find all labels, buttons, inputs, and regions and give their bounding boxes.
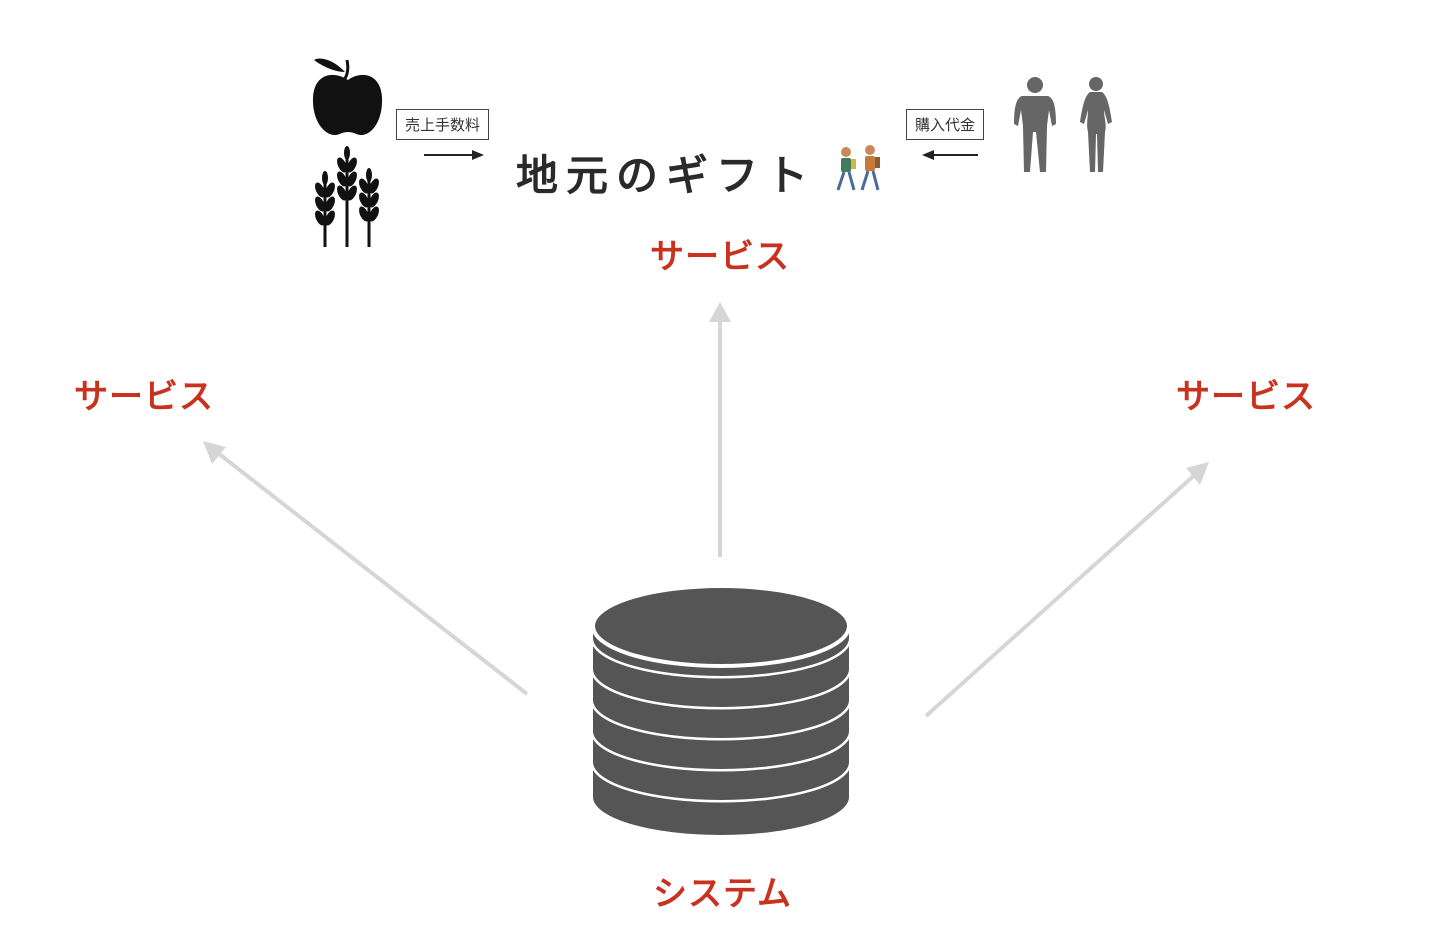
- wheat-icon: [315, 146, 379, 247]
- buyer-payment-tag: 購入代金: [906, 109, 985, 140]
- service-label-top: サービス: [650, 237, 790, 277]
- service-label-right: サービス: [1176, 377, 1316, 417]
- walking-people-icon: [836, 145, 880, 191]
- brand-logo-text: 地元のギフト: [516, 151, 817, 200]
- database-icon: [590, 584, 852, 835]
- system-label: システム: [653, 874, 792, 914]
- arrow-to-top-service: [709, 302, 731, 557]
- arrow-to-right-service: [924, 462, 1209, 718]
- service-label-left: サービス: [74, 377, 214, 417]
- arrow-to-left-service: [203, 441, 529, 696]
- man-silhouette-icon: [1014, 77, 1056, 172]
- seller-fee-tag: 売上手数料: [396, 109, 490, 140]
- woman-silhouette-icon: [1080, 77, 1112, 172]
- arrow-to-brand-right: [424, 150, 484, 160]
- arrow-to-brand-left: [922, 150, 978, 160]
- apple-icon: [312, 58, 383, 136]
